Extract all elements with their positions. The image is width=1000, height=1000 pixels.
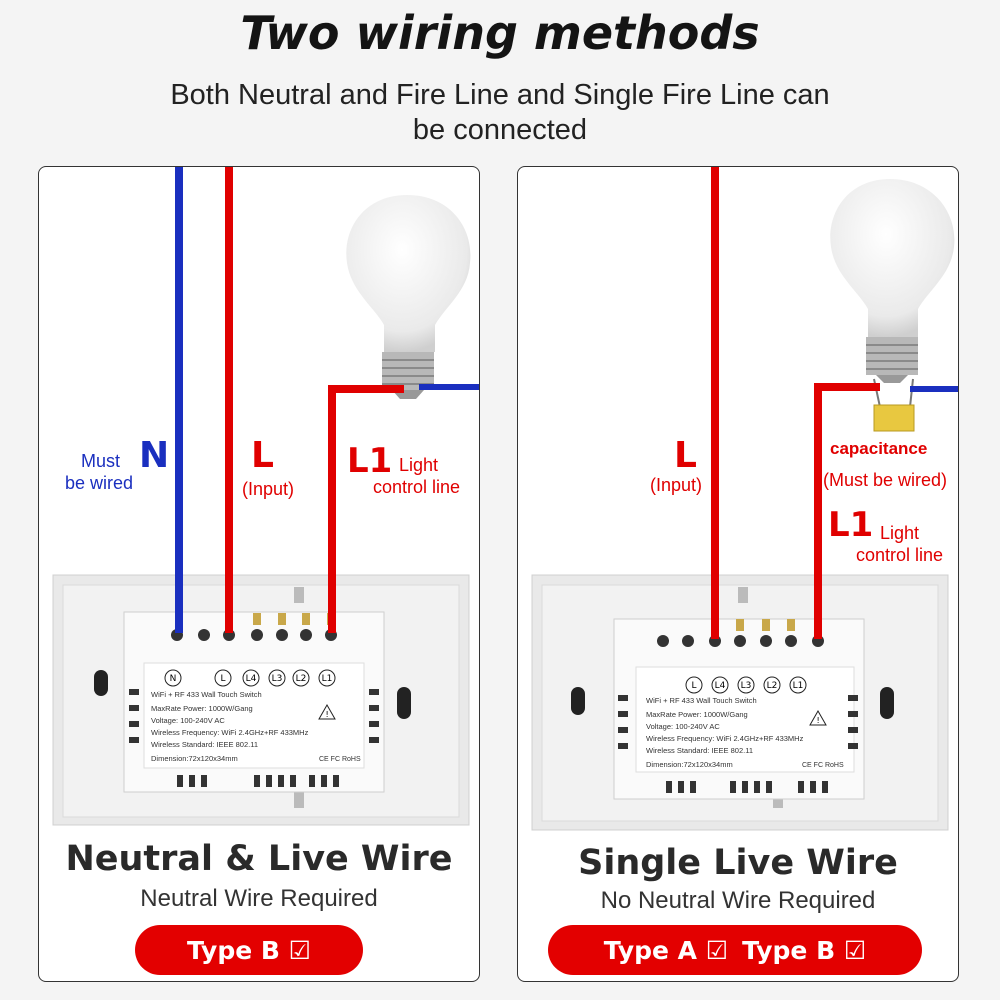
wires [711,167,958,639]
spec-text: WiFi + RF 433 Wall Touch Switch MaxRate … [151,690,361,763]
type-badge: Type A ☑ Type B ☑ [548,925,922,975]
panel-subheading: No Neutral Wire Required [600,887,876,914]
control-line-label: control line [856,545,944,565]
terminal-label-l2: L2 [296,674,307,684]
spec-line: WiFi + RF 433 Wall Touch Switch [151,690,262,699]
panel-heading: Single Live Wire [578,843,898,883]
wiring-diagram-left: N L L4 L3 L2 L1 WiFi + RF 433 Wall Touch… [52,167,479,826]
svg-text:!: ! [326,710,329,719]
terminal-labels: L L4 L3 L2 L1 [685,676,807,694]
spec-line: Wireless Frequency: WiFi 2.4GHz+RF 433MH… [646,734,804,743]
caution-triangle-icon: ! [809,709,827,726]
light-bulb [346,195,471,399]
cert-marks: CE FC RoHS [802,762,844,769]
spec-line: Wireless Standard: IEEE 802.11 [151,740,258,749]
light-control-wire [328,385,404,633]
light-label: Light [880,523,920,543]
light-label: Light [399,455,439,475]
spec-line: Voltage: 100-240V AC [151,716,225,725]
capacitance-label: capacitance [830,439,928,458]
control-line-label: control line [373,477,461,497]
l1-letter-label: L1 [828,505,874,545]
terminal-label-l1: L1 [793,681,804,691]
terminal-label-l: L [691,681,696,691]
type-badge: Type B ☑ [135,925,363,975]
panel-subheading: Neutral Wire Required [140,885,378,912]
terminal-screws [657,619,824,647]
l-letter-label: L [251,435,274,476]
panel-neutral-live: N L L4 L3 L2 L1 WiFi + RF 433 Wall Touch… [38,166,480,982]
terminal-label-l4: L4 [246,674,257,684]
page-title: Two wiring methods [240,6,760,60]
terminal-label-l: L [220,674,225,684]
n-letter-label: N [139,435,170,476]
switch-module: N L L4 L3 L2 L1 WiFi + RF 433 Wall Touch… [123,611,385,793]
spec-line: Wireless Frequency: WiFi 2.4GHz+RF 433MH… [151,728,309,737]
terminal-label-l1: L1 [322,674,333,684]
terminal-label-l3: L3 [272,674,283,684]
terminal-label-l4: L4 [715,681,726,691]
badge-type-b: Type B ☑ [742,935,867,965]
caution-triangle-icon: ! [318,703,336,720]
panel-single-live: L L4 L3 L2 L1 WiFi + RF 433 Wall Touch S… [517,166,959,982]
capacitor-icon [873,378,915,432]
wires [175,167,479,633]
page-subtitle: Both Neutral and Fire Line and Single Fi… [170,79,830,146]
switch-module: L L4 L3 L2 L1 WiFi + RF 433 Wall Touch S… [613,618,865,800]
terminal-labels: N L L4 L3 L2 L1 [164,669,336,687]
badge-type-b: Type B ☑ [186,935,312,965]
must-be-wired-label: (Must be wired) [823,470,948,490]
light-bulb [830,179,955,383]
l-input-label: (Input) [242,479,295,499]
n-must-label: Must [81,451,121,471]
spec-line: Dimension:72x120x34mm [646,760,733,769]
svg-text:!: ! [817,716,820,725]
n-be-wired-label: be wired [65,473,134,493]
panel-heading: Neutral & Live Wire [65,839,453,879]
l1-letter-label: L1 [347,441,393,481]
terminal-label-l2: L2 [767,681,778,691]
terminal-label-n: N [170,674,177,684]
light-control-wire [814,383,880,639]
spec-text: WiFi + RF 433 Wall Touch Switch MaxRate … [646,696,844,769]
spec-line: Dimension:72x120x34mm [151,754,238,763]
l-letter-label: L [674,435,697,476]
terminal-label-l3: L3 [741,681,752,691]
spec-line: MaxRate Power: 1000W/Gang [646,710,748,719]
spec-line: Voltage: 100-240V AC [646,722,720,731]
spec-line: WiFi + RF 433 Wall Touch Switch [646,696,757,705]
spec-line: Wireless Standard: IEEE 802.11 [646,746,753,755]
badge-type-a: Type A ☑ [603,935,729,965]
l-input-label: (Input) [650,475,703,495]
cert-marks: CE FC RoHS [319,756,361,763]
wiring-diagram-right: L L4 L3 L2 L1 WiFi + RF 433 Wall Touch S… [531,167,958,831]
spec-line: MaxRate Power: 1000W/Gang [151,704,253,713]
